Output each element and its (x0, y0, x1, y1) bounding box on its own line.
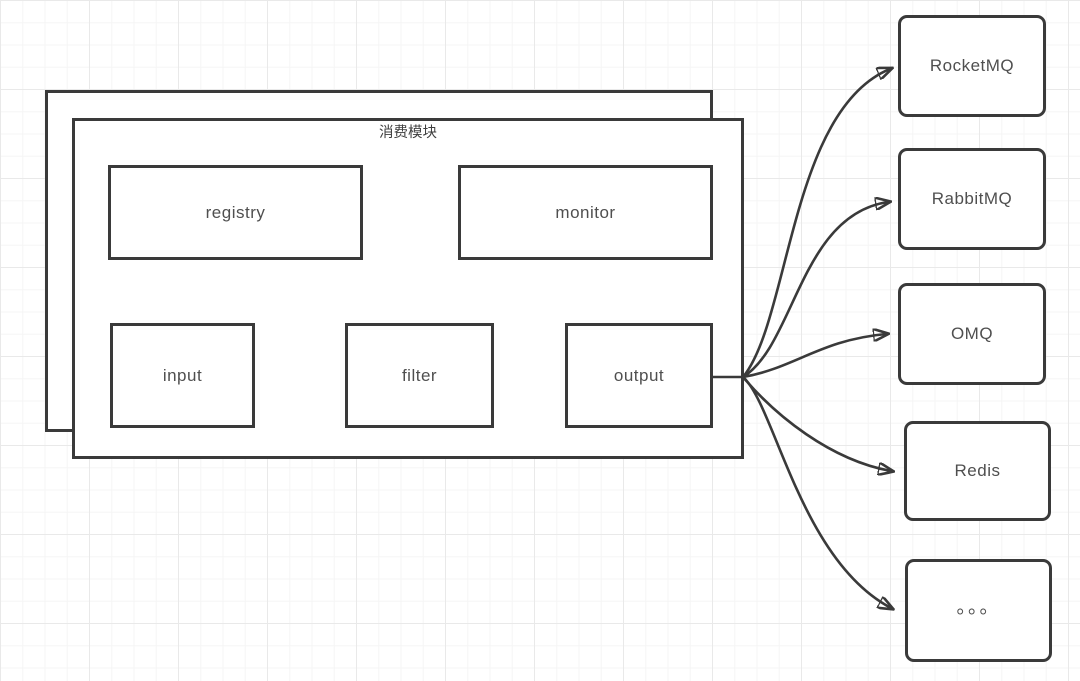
node-input: input (110, 323, 255, 428)
edge-output-to-omq (741, 334, 886, 379)
node-input-label: input (162, 365, 203, 385)
edge-output-to-redis (741, 375, 891, 471)
node-output-label: output (613, 365, 665, 385)
target-rabbitmq-label: RabbitMQ (931, 189, 1013, 208)
module-title: 消费模块 (379, 125, 437, 141)
target-rocketmq: RocketMQ (898, 15, 1046, 117)
node-output: output (565, 323, 713, 428)
target-omq-label: OMQ (950, 324, 994, 343)
target-redis: Redis (904, 421, 1051, 521)
node-filter: filter (345, 323, 494, 428)
target-more: 。。。 (905, 559, 1052, 662)
node-registry-label: registry (205, 202, 266, 222)
target-redis-label: Redis (954, 461, 1001, 480)
target-rocketmq-label: RocketMQ (929, 56, 1015, 75)
edge-output-to-rabbitmq (741, 202, 888, 379)
target-more-label: 。。。 (956, 597, 1001, 618)
target-rabbitmq: RabbitMQ (898, 148, 1046, 250)
node-monitor: monitor (458, 165, 713, 260)
target-omq: OMQ (898, 283, 1046, 385)
edge-output-to-more (741, 375, 891, 608)
node-registry: registry (108, 165, 363, 260)
node-monitor-label: monitor (555, 202, 616, 222)
node-filter-label: filter (401, 365, 438, 385)
edge-output-to-rocketmq (741, 69, 890, 379)
